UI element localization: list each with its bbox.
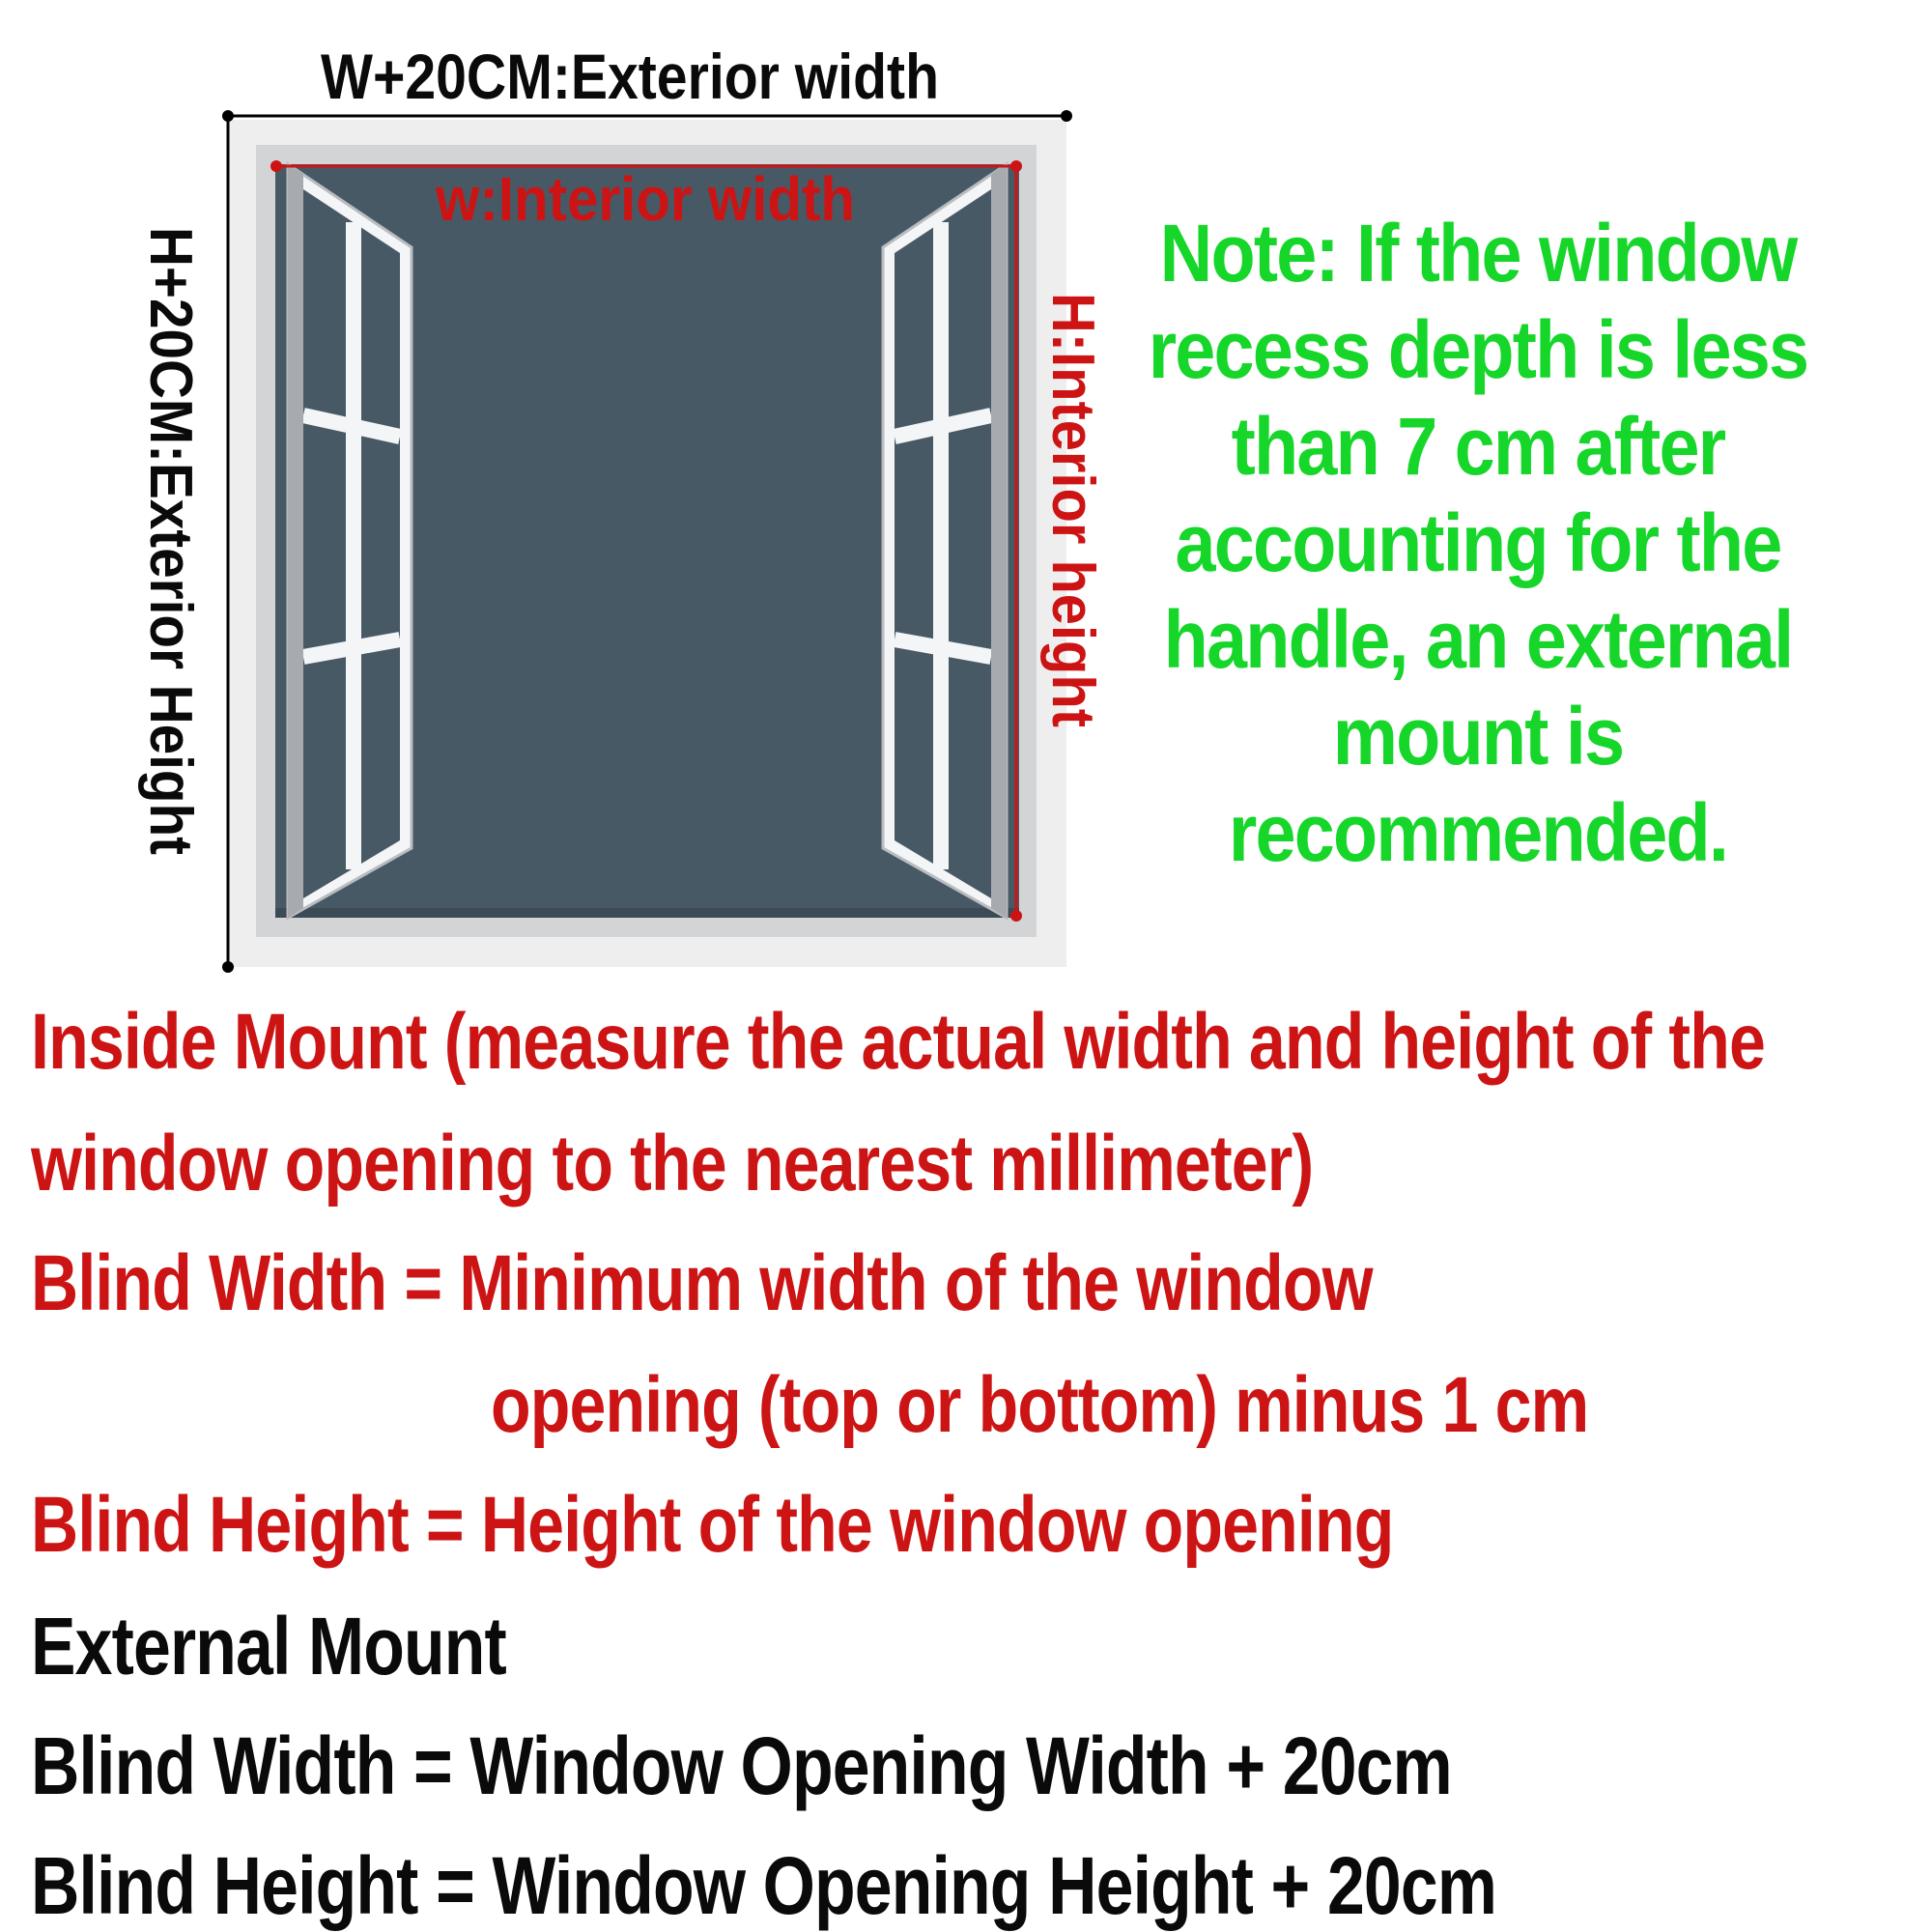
interior-width-label: w:Interior width xyxy=(435,164,855,234)
external-blind-height: Blind Height = Window Opening Height + 2… xyxy=(31,1840,1497,1931)
window-recess-shadow-bottom xyxy=(275,908,1019,918)
inside-blind-width-line-1: Blind Width = Minimum width of the windo… xyxy=(31,1239,1374,1327)
dimension-dot xyxy=(222,961,234,973)
inside-blind-height: Blind Height = Height of the window open… xyxy=(31,1481,1394,1569)
dimension-dot xyxy=(222,110,234,122)
exterior-height-label: H+20CM:Exterior Height xyxy=(137,227,204,855)
inside-mount-line-1: Inside Mount (measure the actual width a… xyxy=(31,998,1766,1086)
dimension-dot xyxy=(1010,910,1022,922)
dimension-dot xyxy=(270,160,282,172)
left-window-sash xyxy=(286,161,413,921)
interior-height-label: H:Interior height xyxy=(1039,293,1106,727)
external-mount-note: Note: If the window recess depth is less… xyxy=(1148,208,1809,878)
inside-blind-width-line-2: opening (top or bottom) minus 1 cm xyxy=(491,1361,1589,1449)
right-window-sash xyxy=(881,161,1009,921)
external-blind-width: Blind Width = Window Opening Width + 20c… xyxy=(31,1720,1453,1811)
exterior-dimension-lines xyxy=(222,110,1072,973)
dimension-dot xyxy=(1061,110,1072,122)
external-mount-title: External Mount xyxy=(31,1601,507,1691)
exterior-width-label: W+20CM:Exterior width xyxy=(321,41,939,112)
inside-mount-line-2: window opening to the nearest millimeter… xyxy=(31,1120,1314,1208)
interior-dimension-lines xyxy=(270,160,1022,922)
dimension-dot xyxy=(1010,160,1022,172)
